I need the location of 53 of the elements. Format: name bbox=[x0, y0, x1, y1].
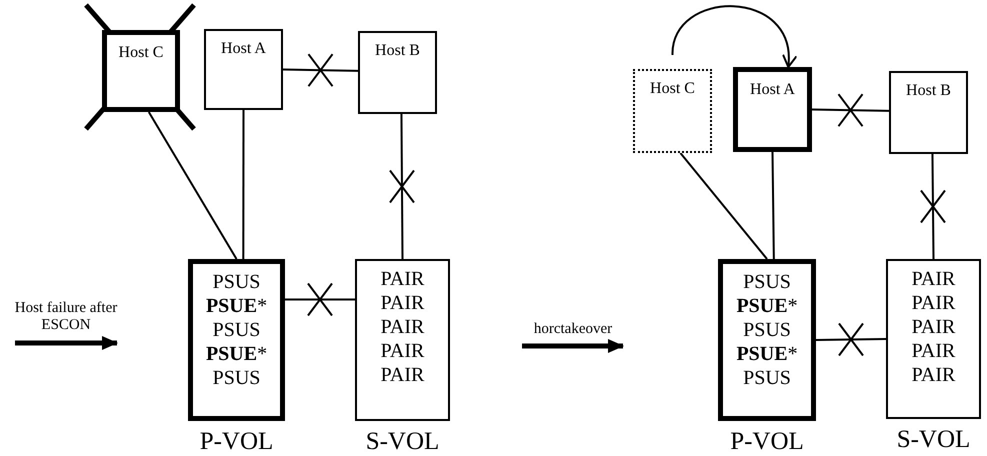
volume-box bbox=[355, 259, 450, 421]
status-text: PSUS bbox=[212, 270, 260, 294]
connector-line bbox=[282, 68, 358, 72]
volume-label: S-VOL bbox=[366, 429, 440, 454]
volume-box bbox=[886, 259, 981, 419]
host-name: Host A bbox=[750, 82, 795, 98]
status-text: PAIR bbox=[380, 339, 424, 363]
status-text: PSUS bbox=[212, 318, 260, 342]
host-name: Host B bbox=[906, 83, 951, 99]
status-text: PSUE* bbox=[736, 342, 798, 366]
status-text: PAIR bbox=[912, 315, 956, 339]
connector-line bbox=[285, 298, 355, 300]
status-text: PSUE* bbox=[206, 342, 268, 366]
status-text: PSUE* bbox=[736, 294, 798, 318]
host-box bbox=[102, 30, 180, 112]
volume-label: P-VOL bbox=[200, 429, 274, 454]
host-name: Host A bbox=[221, 41, 266, 57]
step-label: horctakeover bbox=[532, 321, 614, 338]
status-text: PSUS bbox=[743, 318, 791, 342]
status-text: PSUS bbox=[212, 366, 260, 390]
status-text: PSUS bbox=[743, 366, 791, 390]
host-name: Host B bbox=[375, 43, 420, 59]
status-text: PAIR bbox=[380, 363, 424, 387]
status-text: PAIR bbox=[912, 363, 956, 387]
host-box bbox=[358, 31, 437, 114]
connector-line bbox=[772, 152, 775, 260]
connector-line bbox=[812, 108, 890, 112]
connector-line bbox=[816, 338, 886, 341]
status-text: PAIR bbox=[912, 267, 956, 291]
host-box bbox=[889, 71, 968, 154]
status-text: PAIR bbox=[380, 291, 424, 315]
connector-line bbox=[400, 114, 404, 259]
status-text: PAIR bbox=[380, 315, 424, 339]
connector-line bbox=[242, 110, 244, 259]
volume-box bbox=[718, 259, 816, 421]
curved-arrow bbox=[672, 5, 796, 68]
host-box bbox=[633, 69, 712, 153]
status-text: PAIR bbox=[912, 339, 956, 363]
status-text: PAIR bbox=[380, 267, 424, 291]
status-text: PAIR bbox=[912, 291, 956, 315]
connector-line bbox=[148, 111, 238, 260]
host-name: Host C bbox=[118, 45, 164, 61]
volume-label: P-VOL bbox=[730, 429, 804, 454]
host-box bbox=[733, 67, 812, 152]
volume-box bbox=[188, 259, 285, 421]
volume-label: S-VOL bbox=[896, 427, 970, 452]
step-label: Host failure after ESCON bbox=[14, 300, 118, 334]
connector-line bbox=[931, 154, 934, 260]
connector-line bbox=[680, 152, 768, 260]
status-text: PSUE* bbox=[206, 294, 268, 318]
host-name: Host C bbox=[650, 81, 695, 97]
status-text: PSUS bbox=[743, 270, 791, 294]
host-box bbox=[204, 29, 283, 110]
